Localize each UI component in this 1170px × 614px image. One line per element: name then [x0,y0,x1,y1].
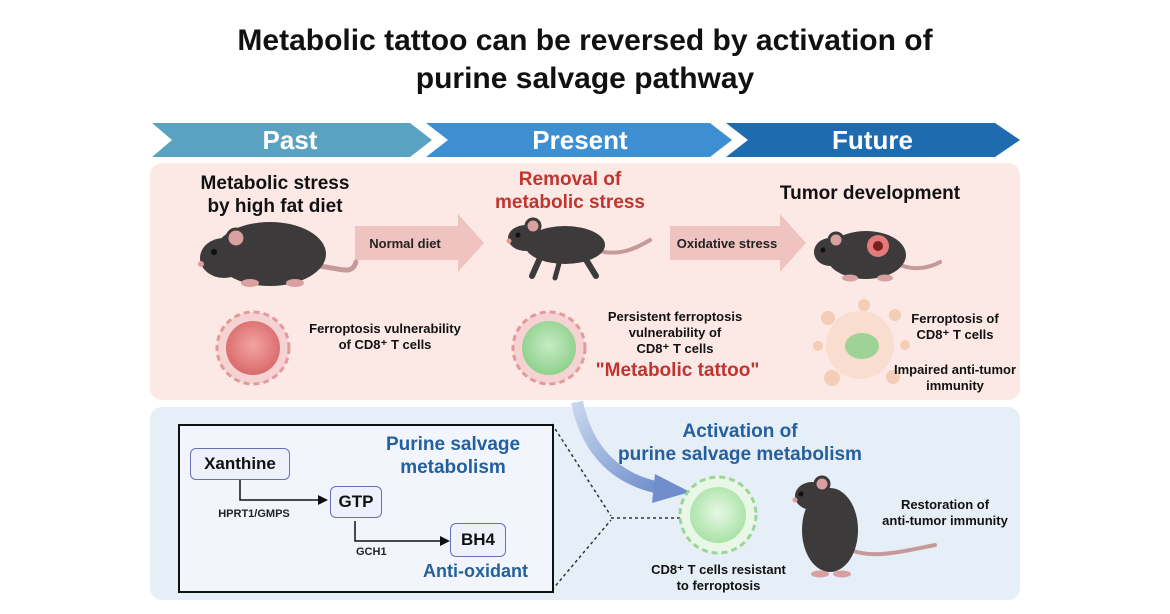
xanthine-box: Xanthine [190,448,290,480]
activation-arrowhead [652,474,690,503]
title-line2: purine salvage pathway [415,62,755,95]
future-caption-1-line1: Ferroptosis of [911,311,999,326]
present-cell-caption: Persistent ferroptosis vulnerability of … [585,309,765,357]
gtp-to-bh4-arrow [354,521,440,542]
stage-present-label: Present [532,125,628,155]
present-heading-line2: metabolic stress [495,192,645,213]
past-cell-caption-line2: of CD8⁺ T cells [338,337,432,352]
present-heading: Removal of metabolic stress [470,168,670,214]
activation-heading-line2: purine salvage metabolism [618,444,862,465]
oxidative-stress-label: Oxidative stress [676,236,778,251]
ferroptotic-t-cell-icon [813,299,910,386]
present-cell-caption-line2: vulnerability of [628,325,722,340]
future-heading: Tumor development [779,183,961,204]
gtp-box: GTP [330,486,382,518]
enzyme-hprt1-gmps: HPRT1/GMPS [218,508,290,520]
timeline-past-segment [152,123,432,157]
figure-title: Metabolic tattoo can be reversed by acti… [0,22,1170,98]
metabolic-tattoo-label: "Metabolic tattoo" [595,360,760,381]
outcome-mouse-caption: Restoration of anti-tumor immunity [870,497,1020,529]
timeline-present-segment [426,123,732,157]
past-heading: Metabolic stress by high fat diet [175,172,375,218]
pathway-title-line1: Purine salvage [385,434,521,455]
past-cell-caption-line1: Ferroptosis vulnerability [309,321,461,336]
timeline-band [152,123,1020,157]
xanthine-to-gtp-arrow [239,478,318,501]
pathway-title-line2: metabolism [400,457,506,478]
tattooed-t-cell-icon [511,310,587,386]
title-line1: Metabolic tattoo can be reversed by acti… [237,24,933,57]
activation-heading: Activation of purine salvage metabolism [600,420,880,466]
present-cell-caption-line1: Persistent ferroptosis [607,309,743,324]
past-heading-line1: Metabolic stress [200,173,350,194]
future-caption-2: Impaired anti-tumor immunity [885,362,1025,394]
pathway-title: Purine salvage metabolism [368,433,538,479]
present-cell-caption-line3: CD8⁺ T cells [636,341,714,356]
future-caption-1: Ferroptosis of CD8⁺ T cells [900,311,1010,343]
future-caption-1-line2: CD8⁺ T cells [916,327,994,342]
normal-diet-arrow [355,214,484,272]
past-heading-line2: by high fat diet [207,196,343,217]
oxidative-stress-arrow [670,214,806,272]
activation-arrow [571,400,662,494]
vulnerable-t-cell-icon [215,310,291,386]
slim-mouse-icon [506,217,652,281]
activation-heading-line1: Activation of [682,421,798,442]
outcome-cell-caption: CD8⁺ T cells resistant to ferroptosis [636,562,801,594]
obese-mouse-icon [198,222,359,287]
enzyme-gch1: GCH1 [356,546,387,558]
timeline-future-segment [726,123,1020,157]
tumor-mouse-icon [814,231,942,282]
resistant-t-cell-icon [678,475,758,555]
bh4-box: BH4 [450,523,506,557]
present-heading-line1: Removal of [518,169,622,190]
future-caption-2-line1: Impaired anti-tumor [893,362,1017,377]
future-caption-2-line2: immunity [926,378,984,393]
normal-diet-label: Normal diet [369,236,441,251]
outcome-mouse-caption-line1: Restoration of [900,497,990,512]
outcome-mouse-caption-line2: anti-tumor immunity [882,513,1008,528]
zoom-line-top [551,423,612,517]
antioxidant-label: Anti-oxidant [423,561,528,581]
past-cell-caption: Ferroptosis vulnerability of CD8⁺ T cell… [295,321,475,353]
stage-future-label: Future [832,125,913,155]
outcome-cell-caption-line2: to ferroptosis [676,578,761,593]
restored-mouse-icon [792,475,937,578]
stage-past-label: Past [262,125,318,155]
outcome-cell-caption-line1: CD8⁺ T cells resistant [651,562,786,577]
